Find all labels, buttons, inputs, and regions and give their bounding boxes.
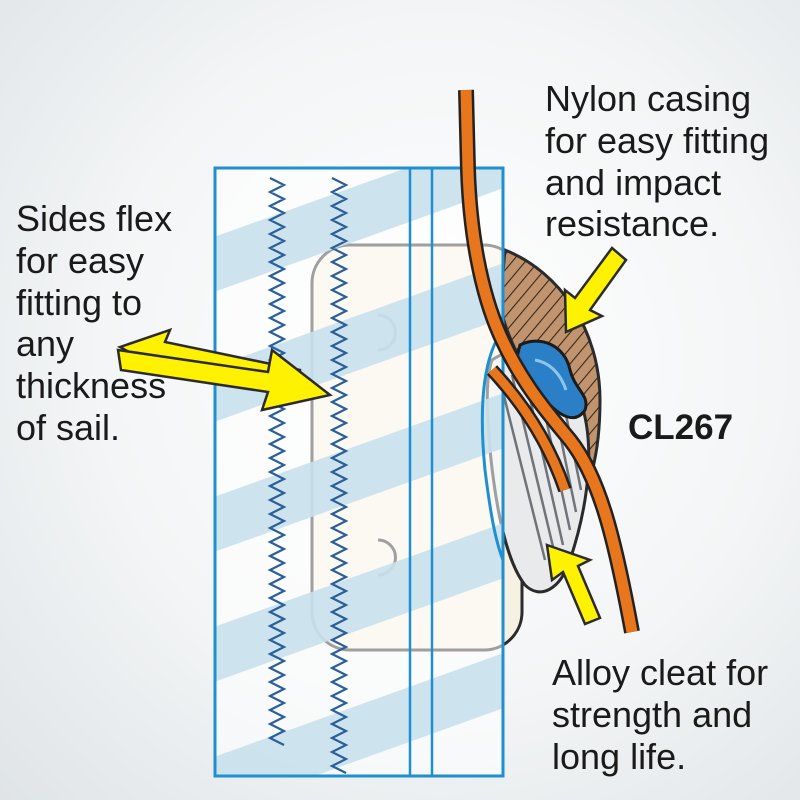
stitch-line-left — [267, 177, 287, 746]
arrow-icon — [545, 543, 602, 626]
arrow-icon — [116, 347, 333, 412]
model-label: CL267 — [628, 408, 734, 447]
callout-alloy-cleat: Alloy cleat for strength and long life. — [552, 652, 769, 777]
sail-panel — [213, 166, 505, 778]
stitch-line-right — [329, 177, 349, 774]
callout-nylon-casing: Nylon casing for easy fitting and impact… — [545, 78, 770, 245]
control-line-rope — [458, 89, 640, 634]
callout-sides-flex: Sides flex for easy fitting to any thick… — [16, 198, 173, 448]
arrow-icon — [563, 246, 628, 334]
